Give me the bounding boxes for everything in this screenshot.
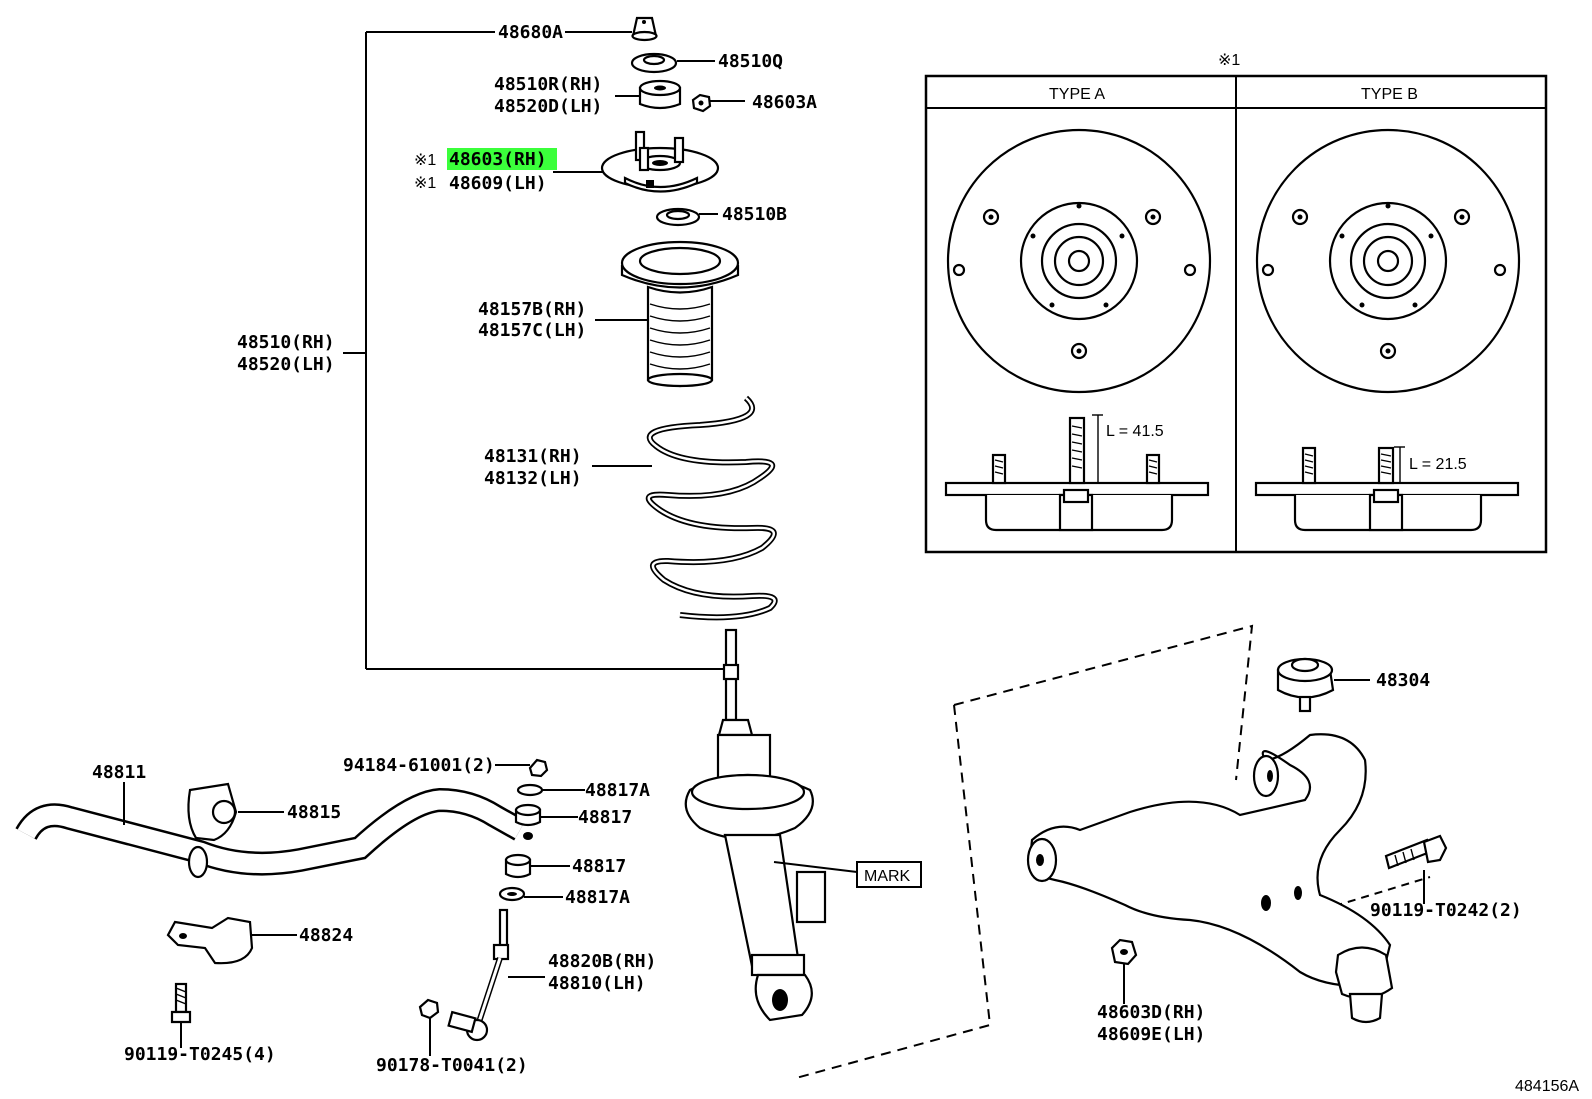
label-90119-T0245[interactable]: 90119-T0245(4) (124, 1044, 276, 1065)
inset-ref-mark: ※1 (1218, 52, 1240, 69)
part-48603-upper-support[interactable] (600, 130, 720, 193)
label-48810[interactable]: 48810(LH) (548, 973, 646, 994)
inset-type-b-title: TYPE B (1361, 86, 1418, 103)
part-48510Q-washer[interactable] (630, 52, 678, 74)
part-48304-bump-stopper[interactable] (1276, 657, 1335, 713)
part-upper-arm[interactable] (1026, 733, 1394, 1024)
part-48824-bracket[interactable] (166, 916, 254, 965)
inset-length-a: L = 41.5 (1106, 423, 1164, 440)
part-48680A-cap[interactable] (631, 16, 658, 42)
part-90119-T0242-bolt[interactable] (1384, 834, 1448, 870)
label-48824[interactable]: 48824 (299, 925, 353, 946)
label-48817-lower[interactable]: 48817 (572, 856, 626, 877)
label-48817A-upper[interactable]: 48817A (585, 780, 650, 801)
label-48520[interactable]: 48520(LH) (237, 354, 335, 375)
label-94184[interactable]: 94184-61001(2) (343, 755, 495, 776)
label-48820B[interactable]: 48820B(RH) (548, 951, 656, 972)
part-48157-bound-stopper[interactable] (620, 240, 740, 388)
label-48817-upper[interactable]: 48817 (578, 807, 632, 828)
label-48603D[interactable]: 48603D(RH) (1097, 1002, 1205, 1023)
inset-length-b: L = 21.5 (1409, 456, 1467, 473)
label-48520D[interactable]: 48520D(LH) (494, 96, 602, 117)
label-48157C[interactable]: 48157C(LH) (478, 320, 586, 341)
assembly-bracket (343, 31, 728, 670)
label-48815[interactable]: 48815 (287, 802, 341, 823)
highlight-48603 (447, 148, 557, 170)
label-48132[interactable]: 48132(LH) (484, 468, 582, 489)
part-48811-stabilizer-bar[interactable] (15, 787, 533, 879)
part-48510R-bushing[interactable] (638, 79, 682, 110)
label-48157B[interactable]: 48157B(RH) (478, 299, 586, 320)
ref-mark-48603: ※1 (414, 152, 436, 169)
label-48609[interactable]: 48609(LH) (449, 173, 547, 194)
label-48510Q[interactable]: 48510Q (718, 51, 783, 72)
part-90178-nut[interactable] (418, 998, 440, 1020)
label-90119-T0242[interactable]: 90119-T0242(2) (1370, 900, 1522, 921)
part-48603D-nut[interactable] (1110, 938, 1138, 966)
label-90178[interactable]: 90178-T0041(2) (376, 1055, 528, 1076)
part-shock-absorber[interactable] (684, 628, 827, 1022)
mark-box (856, 861, 922, 888)
part-48603A-nut[interactable] (691, 93, 712, 113)
label-48603A[interactable]: 48603A (752, 92, 817, 113)
part-48815-bushing[interactable] (187, 782, 238, 842)
label-48131[interactable]: 48131(RH) (484, 446, 582, 467)
part-48510B-seat[interactable] (655, 207, 701, 227)
part-48820B-stabilizer-link[interactable] (447, 908, 510, 1042)
ref-mark-48609: ※1 (414, 175, 436, 192)
label-48817A-lower[interactable]: 48817A (565, 887, 630, 908)
label-48510R[interactable]: 48510R(RH) (494, 74, 602, 95)
part-48817A-lower-washer[interactable] (498, 886, 526, 902)
label-48680A[interactable]: 48680A (498, 22, 563, 43)
dashed-reference (795, 624, 1431, 1079)
part-48817-upper-bushing[interactable] (514, 803, 542, 827)
part-94184-nut[interactable] (528, 758, 549, 778)
inset-panel (924, 74, 1548, 554)
part-48817A-upper-washer[interactable] (516, 783, 544, 797)
label-48609E[interactable]: 48609E(LH) (1097, 1024, 1205, 1045)
type-b-top-view (1255, 128, 1521, 394)
part-90119-T0245-bolt[interactable] (170, 982, 192, 1024)
type-b-side-view (1254, 446, 1520, 532)
part-48131-coil-spring[interactable] (645, 395, 778, 621)
label-mark: MARK (864, 868, 911, 885)
label-48603[interactable]: 48603(RH) (449, 149, 547, 170)
inset-type-a-title: TYPE A (1049, 86, 1105, 103)
part-48817-lower-bushing[interactable] (504, 853, 532, 879)
label-48510B[interactable]: 48510B (722, 204, 787, 225)
label-48811[interactable]: 48811 (92, 762, 146, 783)
drawing-number: 484156A (1515, 1078, 1579, 1095)
type-a-side-view (944, 414, 1210, 532)
label-48304[interactable]: 48304 (1376, 670, 1430, 691)
label-48510[interactable]: 48510(RH) (237, 332, 335, 353)
type-a-top-view (946, 128, 1212, 394)
